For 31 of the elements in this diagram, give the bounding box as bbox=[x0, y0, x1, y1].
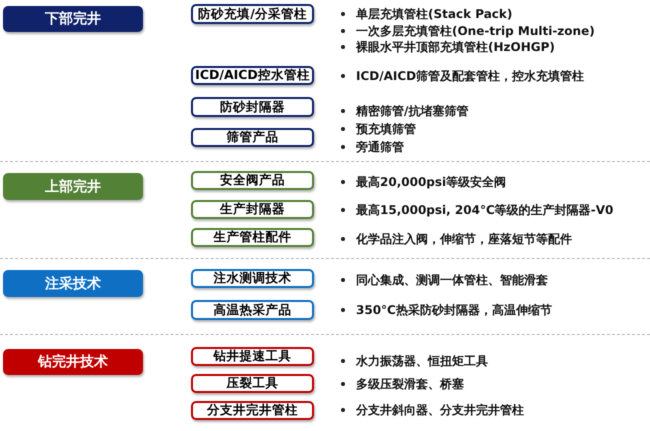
bullet-text: 最高20,000psi等级安全阀 bbox=[356, 174, 506, 190]
category-box: 注采技术 bbox=[3, 270, 143, 297]
product-box: 注水测调技术 bbox=[191, 269, 314, 288]
product-box: 安全阀产品 bbox=[191, 171, 314, 190]
product-box: 生产管柱配件 bbox=[191, 228, 314, 247]
bullet-text: 350°C热采防砂封隔器，高温伸缩节 bbox=[356, 302, 552, 318]
bullet-text: 多级压裂滑套、桥塞 bbox=[356, 376, 464, 392]
bullet-text: 预充填筛管 bbox=[356, 121, 416, 137]
product-box: ICD/AICD控水管柱 bbox=[191, 66, 314, 85]
bullet-text: 化学品注入阀，伸缩节，座落短节等配件 bbox=[356, 231, 572, 247]
bullet-text: 精密筛管/抗堵塞筛管 bbox=[356, 103, 468, 119]
bullet-text: 分支井斜向器、分支井完井管柱 bbox=[356, 402, 524, 418]
category-box: 下部完井 bbox=[3, 6, 143, 32]
product-box: 防砂充填/分采管柱 bbox=[191, 4, 314, 24]
bullet-text: 旁通筛管 bbox=[356, 139, 404, 155]
category-box: 上部完井 bbox=[3, 173, 143, 200]
bullet-text: 最高15,000psi, 204°C等级的生产封隔器-V0 bbox=[356, 202, 614, 218]
bullet-text: 水力振荡器、恒扭矩工具 bbox=[356, 353, 488, 369]
product-box: 防砂封隔器 bbox=[191, 97, 314, 117]
product-box: 分支井完井管柱 bbox=[191, 401, 314, 420]
bullet-text: 同心集成、测调一体管柱、智能滑套 bbox=[356, 272, 548, 288]
bullet-text: ICD/AICD筛管及配套管柱，控水充填管柱 bbox=[356, 68, 584, 84]
bullet-text: 裸眼水平井顶部充填管柱(HzOHGP) bbox=[356, 39, 555, 55]
product-box: 高温热采产品 bbox=[191, 300, 314, 320]
product-box: 筛管产品 bbox=[191, 128, 314, 147]
product-box: 压裂工具 bbox=[191, 374, 314, 393]
product-box: 生产封隔器 bbox=[191, 200, 314, 219]
product-box: 钻井提速工具 bbox=[191, 347, 314, 366]
bullet-text: 一次多层充填管柱(One-trip Multi-zone) bbox=[356, 22, 595, 38]
bullet-text: 单层充填管柱(Stack Pack) bbox=[356, 6, 512, 22]
category-box: 钻完井技术 bbox=[3, 349, 143, 375]
